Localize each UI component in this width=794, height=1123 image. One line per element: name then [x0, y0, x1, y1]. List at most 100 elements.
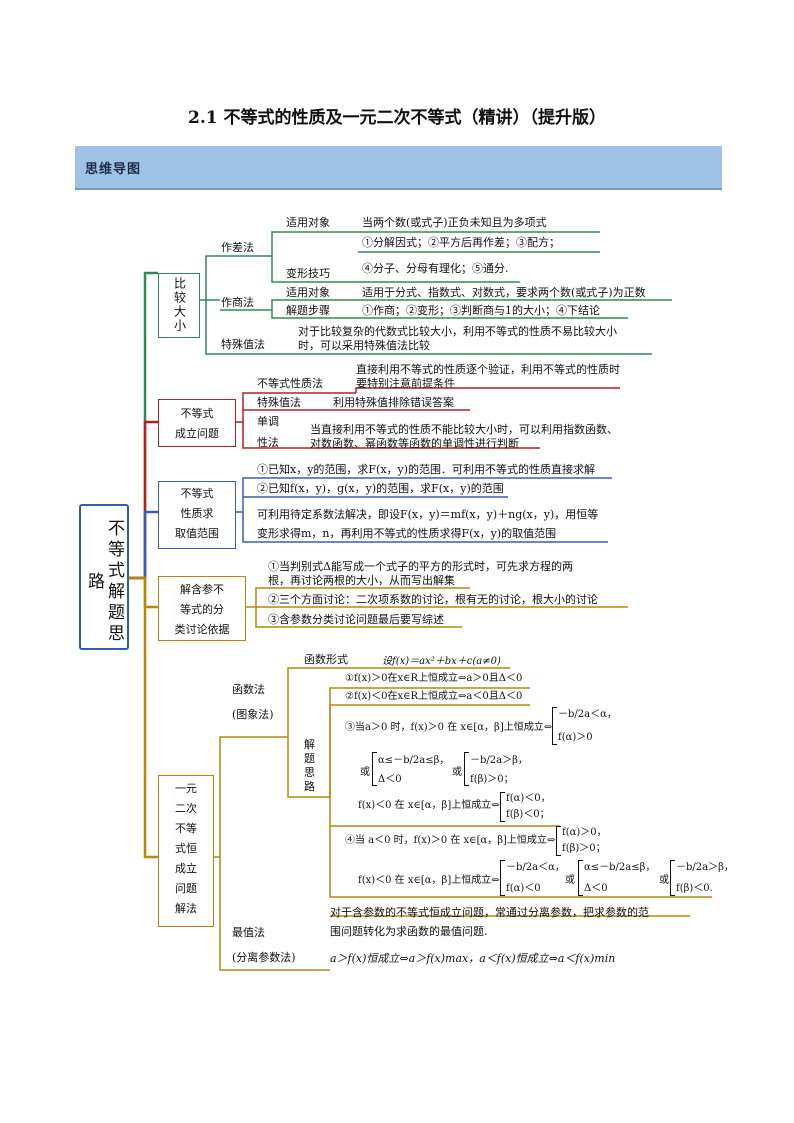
branch5-label-5: 问题	[175, 882, 197, 895]
node-hsxs: 函数形式	[304, 653, 348, 666]
branch-inequality-true: 不等式 成立问题	[158, 399, 236, 447]
node-jtsl-3: 路	[304, 780, 315, 793]
case-3b-b1: α≤－b/2a≤β，	[378, 755, 450, 766]
case-3d-b2: f(β)＜0；	[506, 809, 550, 820]
case-4d-b1: －b/2a＞β，	[676, 862, 734, 873]
case-2: ②f(x)＜0在x∈R上恒成立⇔a＜0且Δ＜0	[345, 691, 523, 702]
node-hsf-1: 函数法	[232, 683, 265, 696]
text-dd-2: 对数函数、幂函数等函数的单调性进行判断	[310, 437, 519, 450]
node-bxjq: 变形技巧	[286, 267, 330, 280]
case-4d-b2: f(β)＜0.	[676, 883, 713, 894]
branch-constant-hold: 一元 二次 不等 式恒 成立 问题 解法	[158, 775, 214, 927]
text-classify-1: ①当判别式Δ能写成一个式子的平方的形式时，可先求方程的两	[268, 560, 573, 573]
text-syd1: 当两个数(或式子)正负未知且为多项式	[362, 216, 547, 229]
branch4-label-1: 解含参不	[180, 583, 224, 596]
root-node: 不等式解题思路	[79, 504, 129, 650]
case-3c-b1: －b/2a＞β，	[470, 755, 528, 766]
node-tszf: 特殊值法	[221, 338, 265, 351]
branch4-label-2: 等式的分	[180, 603, 224, 616]
node-zuocha: 作差法	[221, 241, 254, 254]
branch4-label-3: 类讨论依据	[174, 623, 230, 636]
node-jtsl-2: 思	[304, 766, 315, 779]
brace-3b	[372, 752, 377, 786]
node-tsz: 特殊值法	[257, 396, 301, 409]
case-4b: f(x)＜0 在 x∈[α，β]上恒成立⇔	[358, 875, 500, 886]
text-tszf-1: 对于比较复杂的代数式比较大小，利用不等式的性质不易比较大小	[298, 325, 617, 338]
node-hsf-2: (图象法)	[232, 708, 274, 721]
text-jtbz: ①作商；②变形；③判断商与1的大小；④下结论	[362, 304, 600, 317]
branch5-label-4: 成立	[175, 862, 197, 875]
case-4a: ④当 a＜0 时，f(x)＞0 在 x∈[α，β]上恒成立⇔	[345, 835, 556, 846]
text-bxjq-1: ①分解因式；②平方后再作差；③配方；	[362, 236, 560, 249]
branch-compare-size: 比较大小	[158, 273, 200, 338]
node-jtbz: 解题步骤	[286, 304, 330, 317]
brace-4a	[556, 826, 561, 856]
page-title: 2.1 不等式的性质及一元二次不等式（精讲）（提升版）	[188, 108, 606, 128]
case-4d-or: 或	[659, 875, 669, 886]
case-3a: ③当a＞0 时，f(x)＞0 在 x∈[α，β]上恒成立⇔	[345, 722, 553, 733]
node-dd-2: 性法	[257, 436, 279, 449]
text-range-3: 可利用待定系数法解决，即设F(x，y)＝mf(x，y)＋ng(x，y)，用恒等	[257, 508, 599, 521]
text-tszf-2: 时，可以采用特殊值法比较	[298, 339, 430, 352]
brace-4d	[670, 860, 675, 896]
branch3-label-2: 性质求	[180, 507, 214, 520]
branch2-label-1: 不等式	[180, 407, 214, 420]
text-range-1: ①已知x，y的范围，求F(x，y)的范围．可利用不等式的性质直接求解	[257, 463, 596, 476]
case-3b-or: 或	[360, 767, 370, 778]
branch-range: 不等式 性质求 取值范围	[158, 481, 236, 549]
text-xzf-1: 直接利用不等式的性质逐个验证，利用不等式的性质时	[356, 363, 620, 376]
branch3-label-3: 取值范围	[175, 527, 219, 540]
case-3a-b1: －b/2a＜α，	[558, 709, 617, 720]
case-3b-b2: Δ＜0	[378, 774, 402, 785]
case-4b-b1: －b/2a＜α，	[506, 862, 565, 873]
branch-compare-label: 比较大小	[172, 277, 187, 333]
case-4c-b1: α≤－b/2a≤β，	[584, 862, 656, 873]
text-hsxs: 设f(x)＝ax²＋bx＋c(a≠0)	[382, 656, 501, 667]
node-zuoshang: 作商法	[221, 296, 254, 309]
text-zzf-2: 围问题转化为求函数的最值问题.	[330, 925, 488, 938]
node-xzf: 不等式性质法	[257, 377, 323, 390]
branch5-label-2: 不等	[175, 822, 197, 835]
node-syd1: 适用对象	[286, 216, 330, 229]
case-4a-b1: f(α)＞0，	[562, 827, 607, 838]
brace-3c	[464, 752, 469, 786]
case-4c-b2: Δ＜0	[584, 883, 608, 894]
root-label: 不等式解题思路	[84, 519, 124, 645]
branch3-label-1: 不等式	[180, 487, 214, 500]
branch2-label-2: 成立问题	[175, 427, 219, 440]
brace-3a	[552, 707, 557, 745]
case-3a-b2: f(α)＞0	[558, 732, 593, 743]
node-jtsl-1: 题	[304, 752, 315, 765]
case-3d: f(x)＜0 在 x∈[α，β]上恒成立⇔	[358, 800, 500, 811]
branch5-label-3: 式恒	[175, 842, 197, 855]
node-dd-1: 单调	[257, 415, 279, 428]
text-bxjq-2: ④分子、分母有理化；⑤通分.	[362, 262, 509, 275]
text-range-2: ②已知f(x，y)，g(x，y)的范围，求F(x，y)的范围	[257, 482, 504, 495]
text-xzf-2: 要特别注意前提条件	[356, 377, 455, 390]
text-classify-2: 根，再讨论两根的大小，从而写出解集	[268, 574, 455, 587]
case-4a-b2: f(β)＞0；	[562, 843, 606, 854]
case-3c-or: 或	[452, 767, 462, 778]
text-range-4: 变形求得m，n，再利用不等式的性质求得F(x，y)的取值范围	[257, 527, 557, 540]
banner-label: 思维导图	[85, 162, 142, 177]
text-zzf-3: a＞f(x)恒成立⇔a＞f(x)max，a＜f(x)恒成立⇔a＜f(x)min	[330, 952, 616, 965]
node-syd2: 适用对象	[286, 286, 330, 299]
node-zzf-2: (分离参数法)	[232, 951, 296, 964]
node-jtsl-0: 解	[304, 738, 315, 751]
text-syd2: 适用于分式、指数式、对数式，要求两个数(或式子)为正数	[362, 286, 646, 299]
branch5-label-6: 解法	[175, 902, 197, 915]
text-tsz: 利用特殊值排除错误答案	[333, 396, 454, 409]
brace-4b	[500, 860, 505, 896]
mindmap-banner: 思维导图	[75, 146, 722, 190]
brace-3d	[500, 792, 505, 822]
text-zzf-1: 对于含参数的不等式恒成立问题，常通过分离参数，把求参数的范	[330, 906, 649, 919]
case-1: ①f(x)＞0在x∈R上恒成立⇔a＞0且Δ＜0	[345, 673, 523, 684]
text-classify-3: ②三个方面讨论：二次项系数的讨论，根有无的讨论，根大小的讨论	[268, 593, 598, 606]
case-3d-b1: f(α)＜0，	[506, 793, 551, 804]
text-dd-1: 当直接利用不等式的性质不能比较大小时，可以利用指数函数、	[310, 423, 618, 436]
text-classify-4: ③含参数分类讨论问题最后要写综述	[268, 613, 444, 626]
branch5-label-0: 一元	[175, 782, 197, 795]
branch5-label-1: 二次	[175, 802, 197, 815]
case-4c-or: 或	[565, 875, 575, 886]
